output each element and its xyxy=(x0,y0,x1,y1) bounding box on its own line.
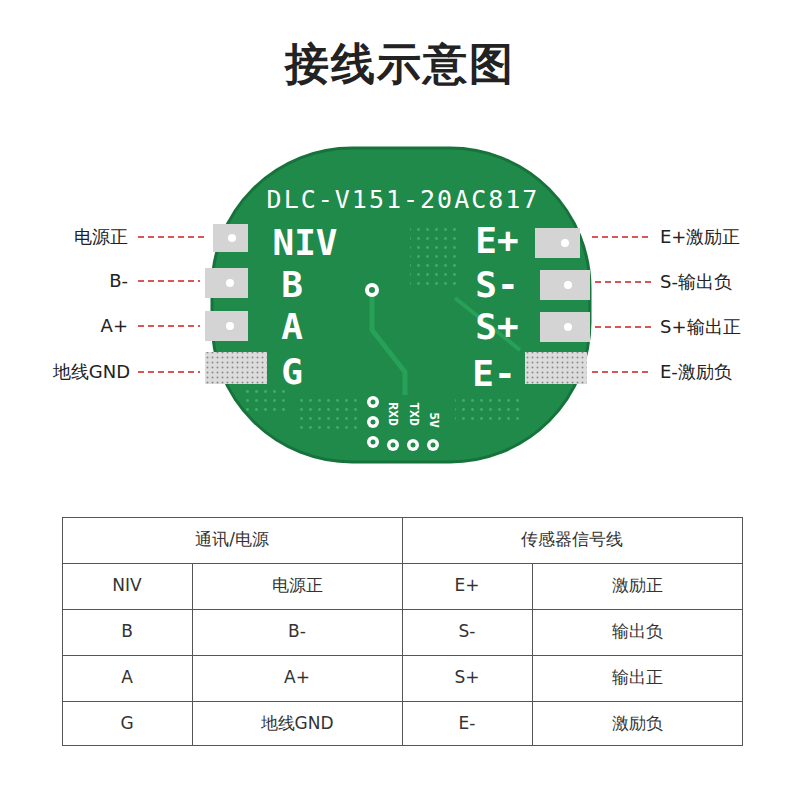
table-cell: 激励负 xyxy=(612,714,663,734)
via-field xyxy=(245,390,285,415)
board-marking: DLC-V151-20AC817 xyxy=(267,186,540,215)
pin-name: E+ xyxy=(475,220,518,261)
table-cell: A xyxy=(121,668,133,688)
table-cell: G xyxy=(120,714,133,734)
pin-name: G xyxy=(281,351,303,392)
pad-hole xyxy=(564,323,572,331)
solder-pad xyxy=(525,352,587,384)
callout-label: 电源正 xyxy=(74,227,128,248)
solder-pad xyxy=(205,352,267,384)
table-cell: A+ xyxy=(284,668,310,688)
via-field xyxy=(300,395,360,435)
table-grid xyxy=(62,517,743,746)
solder-pad xyxy=(213,224,248,252)
mount-hole xyxy=(365,283,379,297)
solder-pad xyxy=(540,270,590,300)
table-cell: 地线GND xyxy=(261,714,334,734)
table-cell: S- xyxy=(459,622,476,642)
solder-pad xyxy=(525,352,587,384)
table-cell: B xyxy=(121,622,133,642)
table-cell: E+ xyxy=(455,576,480,596)
callout-label: S-输出负 xyxy=(660,272,732,293)
pad-hole xyxy=(226,322,234,330)
pin-name: 5V xyxy=(427,412,442,428)
table-cell: NIV xyxy=(112,576,141,596)
pin-name: S- xyxy=(475,264,518,305)
table-cell: B- xyxy=(288,622,306,642)
mount-hole xyxy=(369,287,375,293)
pcb-trace xyxy=(372,290,405,395)
solder-pad xyxy=(205,352,267,384)
via-field xyxy=(455,395,525,425)
table-cell: 输出正 xyxy=(612,668,663,688)
pcb-edge xyxy=(212,148,590,462)
table-cell: S+ xyxy=(454,668,479,688)
solder-pad xyxy=(535,228,580,258)
solder-pad xyxy=(205,268,248,298)
solder-pad xyxy=(540,312,590,342)
table-cell: 电源正 xyxy=(272,576,323,596)
table-cell: 输出负 xyxy=(612,622,663,642)
table-header: 通讯/电源 xyxy=(195,530,269,550)
callout-label: 地线GND xyxy=(53,362,130,383)
solder-pad xyxy=(205,311,248,341)
pin-name: S+ xyxy=(475,306,518,347)
table-cell: E- xyxy=(459,714,476,734)
header-hole-centres xyxy=(371,400,436,448)
pad-hole xyxy=(228,234,236,242)
callout-label: E+激励正 xyxy=(660,227,740,248)
pin-name: E- xyxy=(472,353,515,394)
pcb-board xyxy=(212,148,590,462)
callout-label: B- xyxy=(109,271,128,292)
table-header: 传感器信号线 xyxy=(521,530,623,550)
table-cell: 激励正 xyxy=(612,576,663,596)
pcb-trace xyxy=(455,298,520,350)
pin-name: TXD xyxy=(407,402,422,425)
callout-label: E-激励负 xyxy=(660,362,732,383)
pin-name: RXD xyxy=(386,402,401,425)
leader-lines xyxy=(138,237,652,372)
page-title: 接线示意图 xyxy=(285,39,515,90)
pin-name: A xyxy=(281,306,303,347)
via-field xyxy=(410,225,460,285)
callout-label: S+输出正 xyxy=(660,317,741,338)
pad-hole xyxy=(564,281,572,289)
pad-hole xyxy=(561,239,569,247)
pin-name: B xyxy=(281,264,303,305)
callout-label: A+ xyxy=(101,316,128,337)
pin-name: NIV xyxy=(272,222,337,263)
pad-hole xyxy=(226,279,234,287)
